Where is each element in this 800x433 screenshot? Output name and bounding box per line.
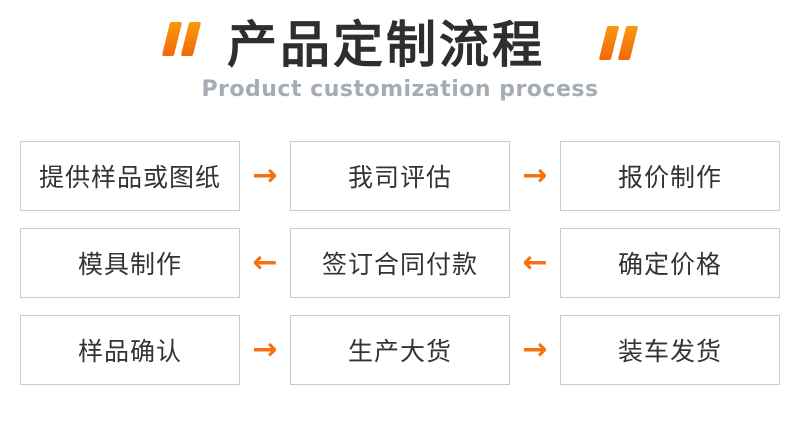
arrow-right-icon: → bbox=[522, 332, 548, 368]
quote-bar bbox=[598, 26, 620, 60]
flow-step-box: 我司评估 bbox=[290, 141, 510, 212]
quote-bar bbox=[617, 26, 639, 60]
flow-step-box: 确定价格 bbox=[560, 228, 780, 299]
process-flow-diagram: 提供样品或图纸 → 我司评估 → 报价制作 模具制作 ← 签订合同付款 ← 确定… bbox=[0, 141, 800, 386]
flow-row-2: 模具制作 ← 签订合同付款 ← 确定价格 bbox=[20, 228, 780, 299]
header: 产品定制流程 Product customization process bbox=[0, 0, 800, 103]
arrow-right-icon: → bbox=[522, 158, 548, 194]
flow-step-box: 样品确认 bbox=[20, 315, 240, 386]
arrow-right-icon: → bbox=[252, 158, 278, 194]
quote-bar bbox=[180, 22, 202, 56]
quote-close-icon bbox=[598, 26, 639, 60]
arrow-right-icon: → bbox=[252, 332, 278, 368]
flow-step-box: 模具制作 bbox=[20, 228, 240, 299]
arrow-left-icon: ← bbox=[522, 245, 548, 281]
page-title: 产品定制流程 bbox=[227, 16, 545, 74]
flow-step-box: 报价制作 bbox=[560, 141, 780, 212]
quote-open-icon bbox=[161, 22, 202, 56]
quote-bar bbox=[161, 22, 183, 56]
flow-row-1: 提供样品或图纸 → 我司评估 → 报价制作 bbox=[20, 141, 780, 212]
flow-step-box: 提供样品或图纸 bbox=[20, 141, 240, 212]
flow-row-3: 样品确认 → 生产大货 → 装车发货 bbox=[20, 315, 780, 386]
flow-step-box: 生产大货 bbox=[290, 315, 510, 386]
flow-step-box: 装车发货 bbox=[560, 315, 780, 386]
arrow-left-icon: ← bbox=[252, 245, 278, 281]
title-row: 产品定制流程 bbox=[0, 18, 800, 73]
flow-step-box: 签订合同付款 bbox=[290, 228, 510, 299]
page-subtitle: Product customization process bbox=[201, 77, 599, 102]
